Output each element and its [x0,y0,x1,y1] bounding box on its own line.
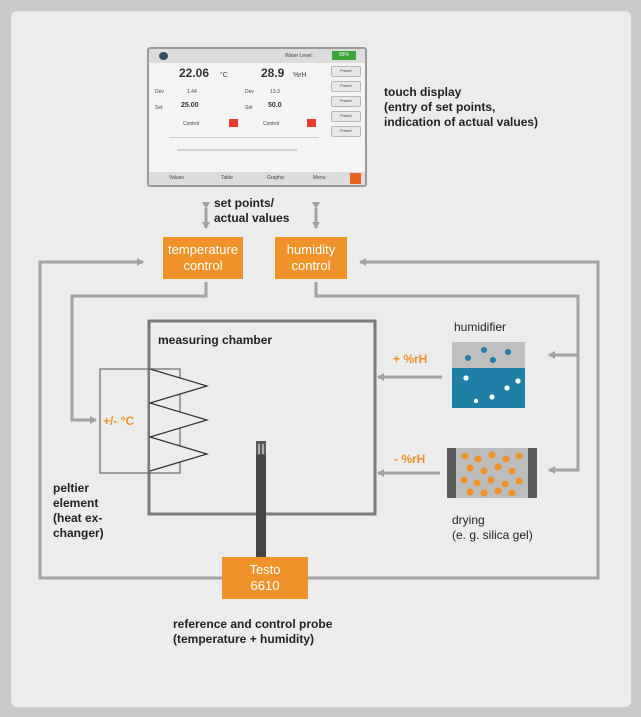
status-line [177,149,297,151]
temp-to-peltier [70,282,208,424]
plus-minus-c-label: +/- °C [103,414,135,428]
dev-temp-value: 1.44 [187,89,197,95]
display-top-bar [149,49,365,63]
control-label-temp: Control [183,121,200,127]
drying-sub-label: (e. g. silica gel) [452,528,533,542]
touch-display[interactable]: Water Level: 95% 22.06 °C 28.9 %rH Dev 1… [147,47,367,187]
set-points-label: set points/ [214,196,275,210]
water-level-label: Water Level: [285,53,313,59]
peltier-label-4: changer) [53,526,104,540]
display-menu-bar [149,172,365,185]
dev-label-temp: Dev [155,89,164,95]
measuring-chamber-label: measuring chamber [158,333,273,347]
preset-button[interactable]: Preset [331,126,361,137]
temperature-control-label-2: control [183,258,223,273]
temperature-control-label: temperature [167,242,239,257]
hum-branch [314,282,580,420]
menu-graphic[interactable]: Graphic [267,175,285,181]
touch-display-sub1: (entry of set points, [384,100,496,114]
peltier-zigzag [147,368,210,472]
testo-model-label: 6610 [250,578,280,593]
hum-unit: %rH [293,72,307,79]
temperature-control-box: temperature control [163,237,243,279]
silica-gel-dots [460,451,523,497]
preset-button[interactable]: Preset [331,96,361,107]
humidifier-air [452,342,525,368]
minus-rh-label: - %rH [394,452,426,466]
plus-rh-label: + %rH [393,352,428,366]
hum-control-toggle[interactable] [307,119,316,127]
loop-to-temp-control [38,258,222,580]
temp-control-toggle[interactable] [229,119,238,127]
humidifier-water [452,368,525,408]
water-level-value: 95% [332,51,356,60]
peltier-label-1: peltier [53,481,90,495]
preset-button[interactable]: Preset [331,81,361,92]
set-hum-value[interactable]: 50.0 [268,102,282,109]
peltier-label-2: element [53,496,99,510]
testo-6610-box: Testo 6610 [222,557,308,599]
logo-icon [159,52,168,60]
testo-label: Testo [249,562,281,577]
preset-button[interactable]: Preset [331,66,361,77]
display-divider [169,137,319,138]
temp-actual-value: 22.06 [179,66,210,80]
probe-label: reference and control probe [173,617,333,631]
humidifier-label: humidifier [454,320,507,334]
touch-display-label: touch display [384,85,462,99]
set-label-temp: Set [155,105,163,111]
menu-menu[interactable]: Menu [313,175,326,181]
probe-sub-label: (temperature + humidity) [173,632,315,646]
touch-display-sub2: indication of actual values) [384,115,539,129]
preset-button[interactable]: Preset [331,111,361,122]
drying-label: drying [452,513,485,527]
control-label-hum: Control [263,121,280,127]
hum-to-drying [548,420,580,474]
humidity-control-label-2: control [291,258,331,273]
dev-label-hum: Dev [245,89,254,95]
humidifier-bubble-dots [463,375,521,404]
humidity-control-label: humidity [286,242,336,257]
humidity-control-box: humidity control [275,237,347,279]
probe-tip [256,441,266,455]
temp-unit: °C [220,72,228,79]
menu-values[interactable]: Values [169,175,184,181]
humidifier-vapor-dots [465,347,511,363]
menu-table[interactable]: Table [221,175,233,181]
stop-button[interactable] [350,173,361,184]
set-temp-value[interactable]: 25.00 [181,102,199,109]
loop-to-hum-control [307,258,600,580]
hum-to-humidifier [548,351,580,420]
peltier-label-3: (heat ex- [53,511,103,525]
set-label-hum: Set [245,105,253,111]
dev-hum-value: 13.3 [270,89,280,95]
actual-values-label: actual values [214,211,290,225]
probe-rod [256,441,266,559]
hum-actual-value: 28.9 [261,66,285,80]
